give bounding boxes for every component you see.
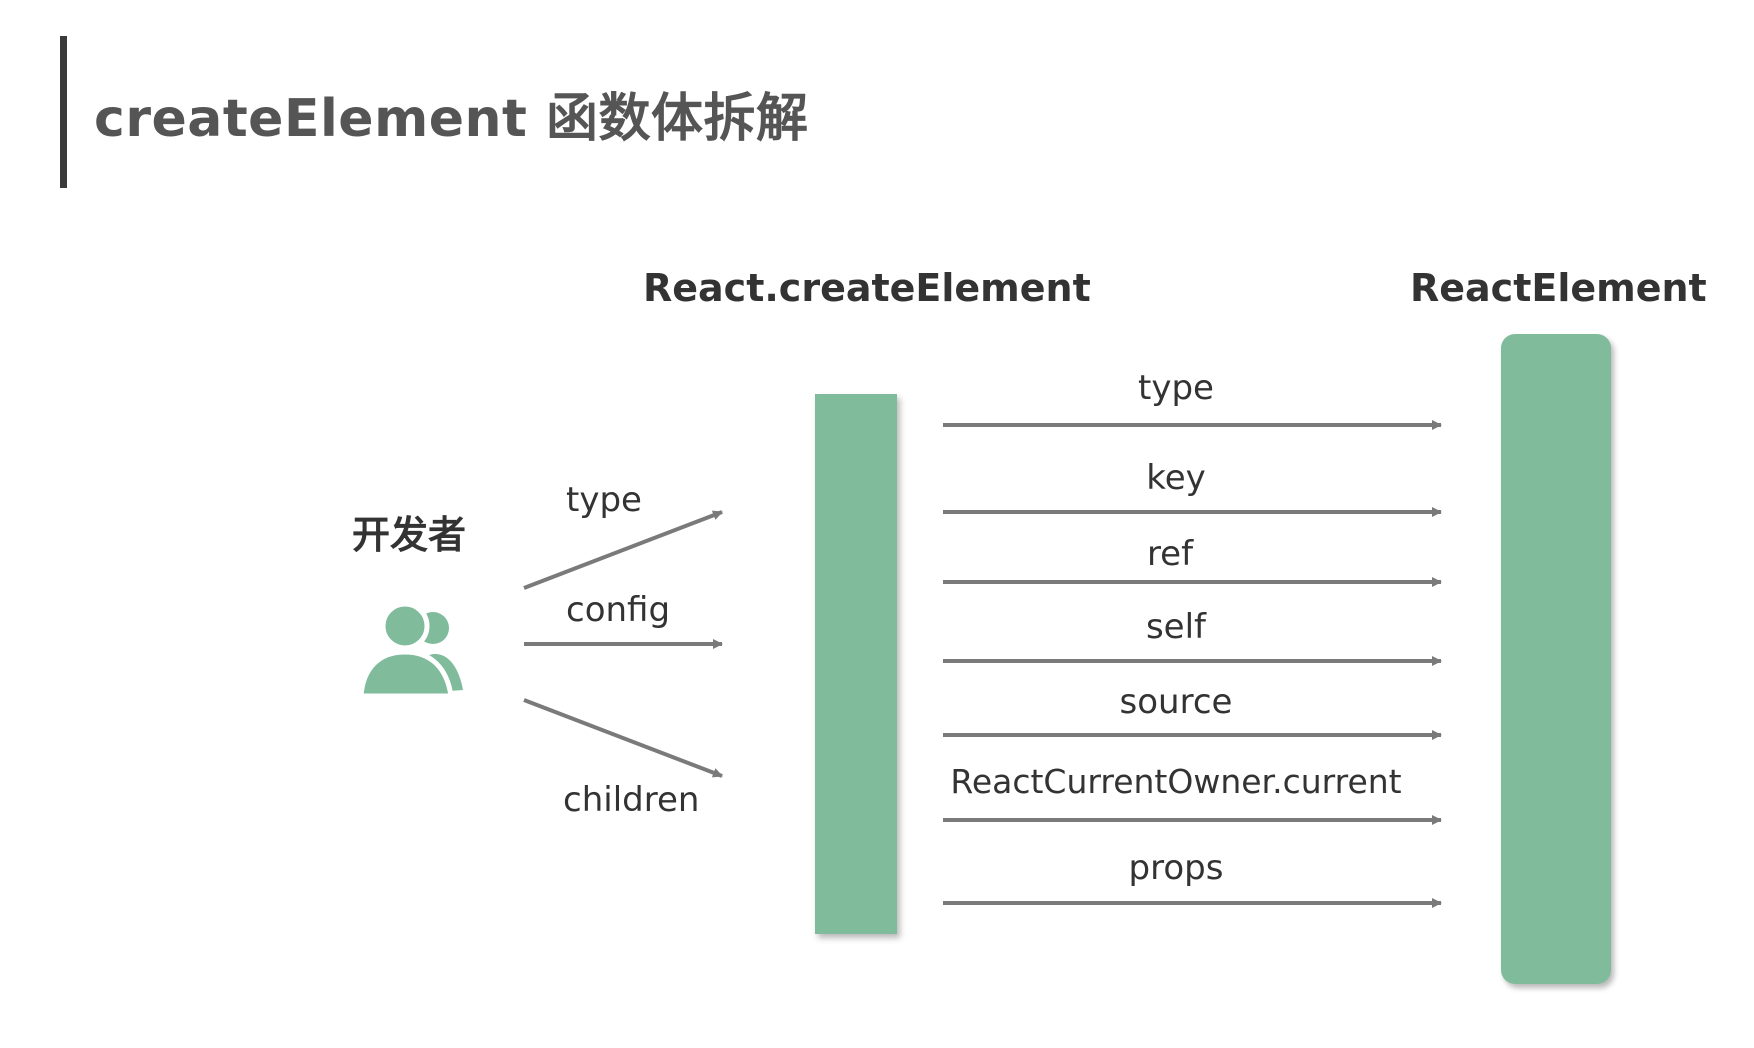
react-create-element-bar xyxy=(815,394,897,934)
output-label-self: self xyxy=(1145,607,1207,647)
output-label-type: type xyxy=(1138,368,1214,408)
title-accent-bar xyxy=(60,36,67,188)
input-arrow-type xyxy=(523,510,723,590)
input-label-type: type xyxy=(566,480,642,520)
header-react-create-element: React.createElement xyxy=(643,266,1091,310)
output-label-owner: ReactCurrentOwner.current xyxy=(950,762,1402,801)
input-label-config: config xyxy=(566,590,671,630)
output-label-key: key xyxy=(1146,458,1206,498)
header-react-element: ReactElement xyxy=(1410,266,1707,310)
actor-label: 开发者 xyxy=(352,513,467,557)
output-label-props: props xyxy=(1128,848,1224,888)
input-label-children: children xyxy=(563,780,700,820)
page-title: createElement 函数体拆解 xyxy=(94,89,809,149)
react-element-bar xyxy=(1501,334,1611,984)
users-icon xyxy=(358,601,463,698)
input-arrow-children xyxy=(523,698,723,778)
output-label-ref: ref xyxy=(1146,534,1194,574)
output-label-source: source xyxy=(1119,682,1233,722)
